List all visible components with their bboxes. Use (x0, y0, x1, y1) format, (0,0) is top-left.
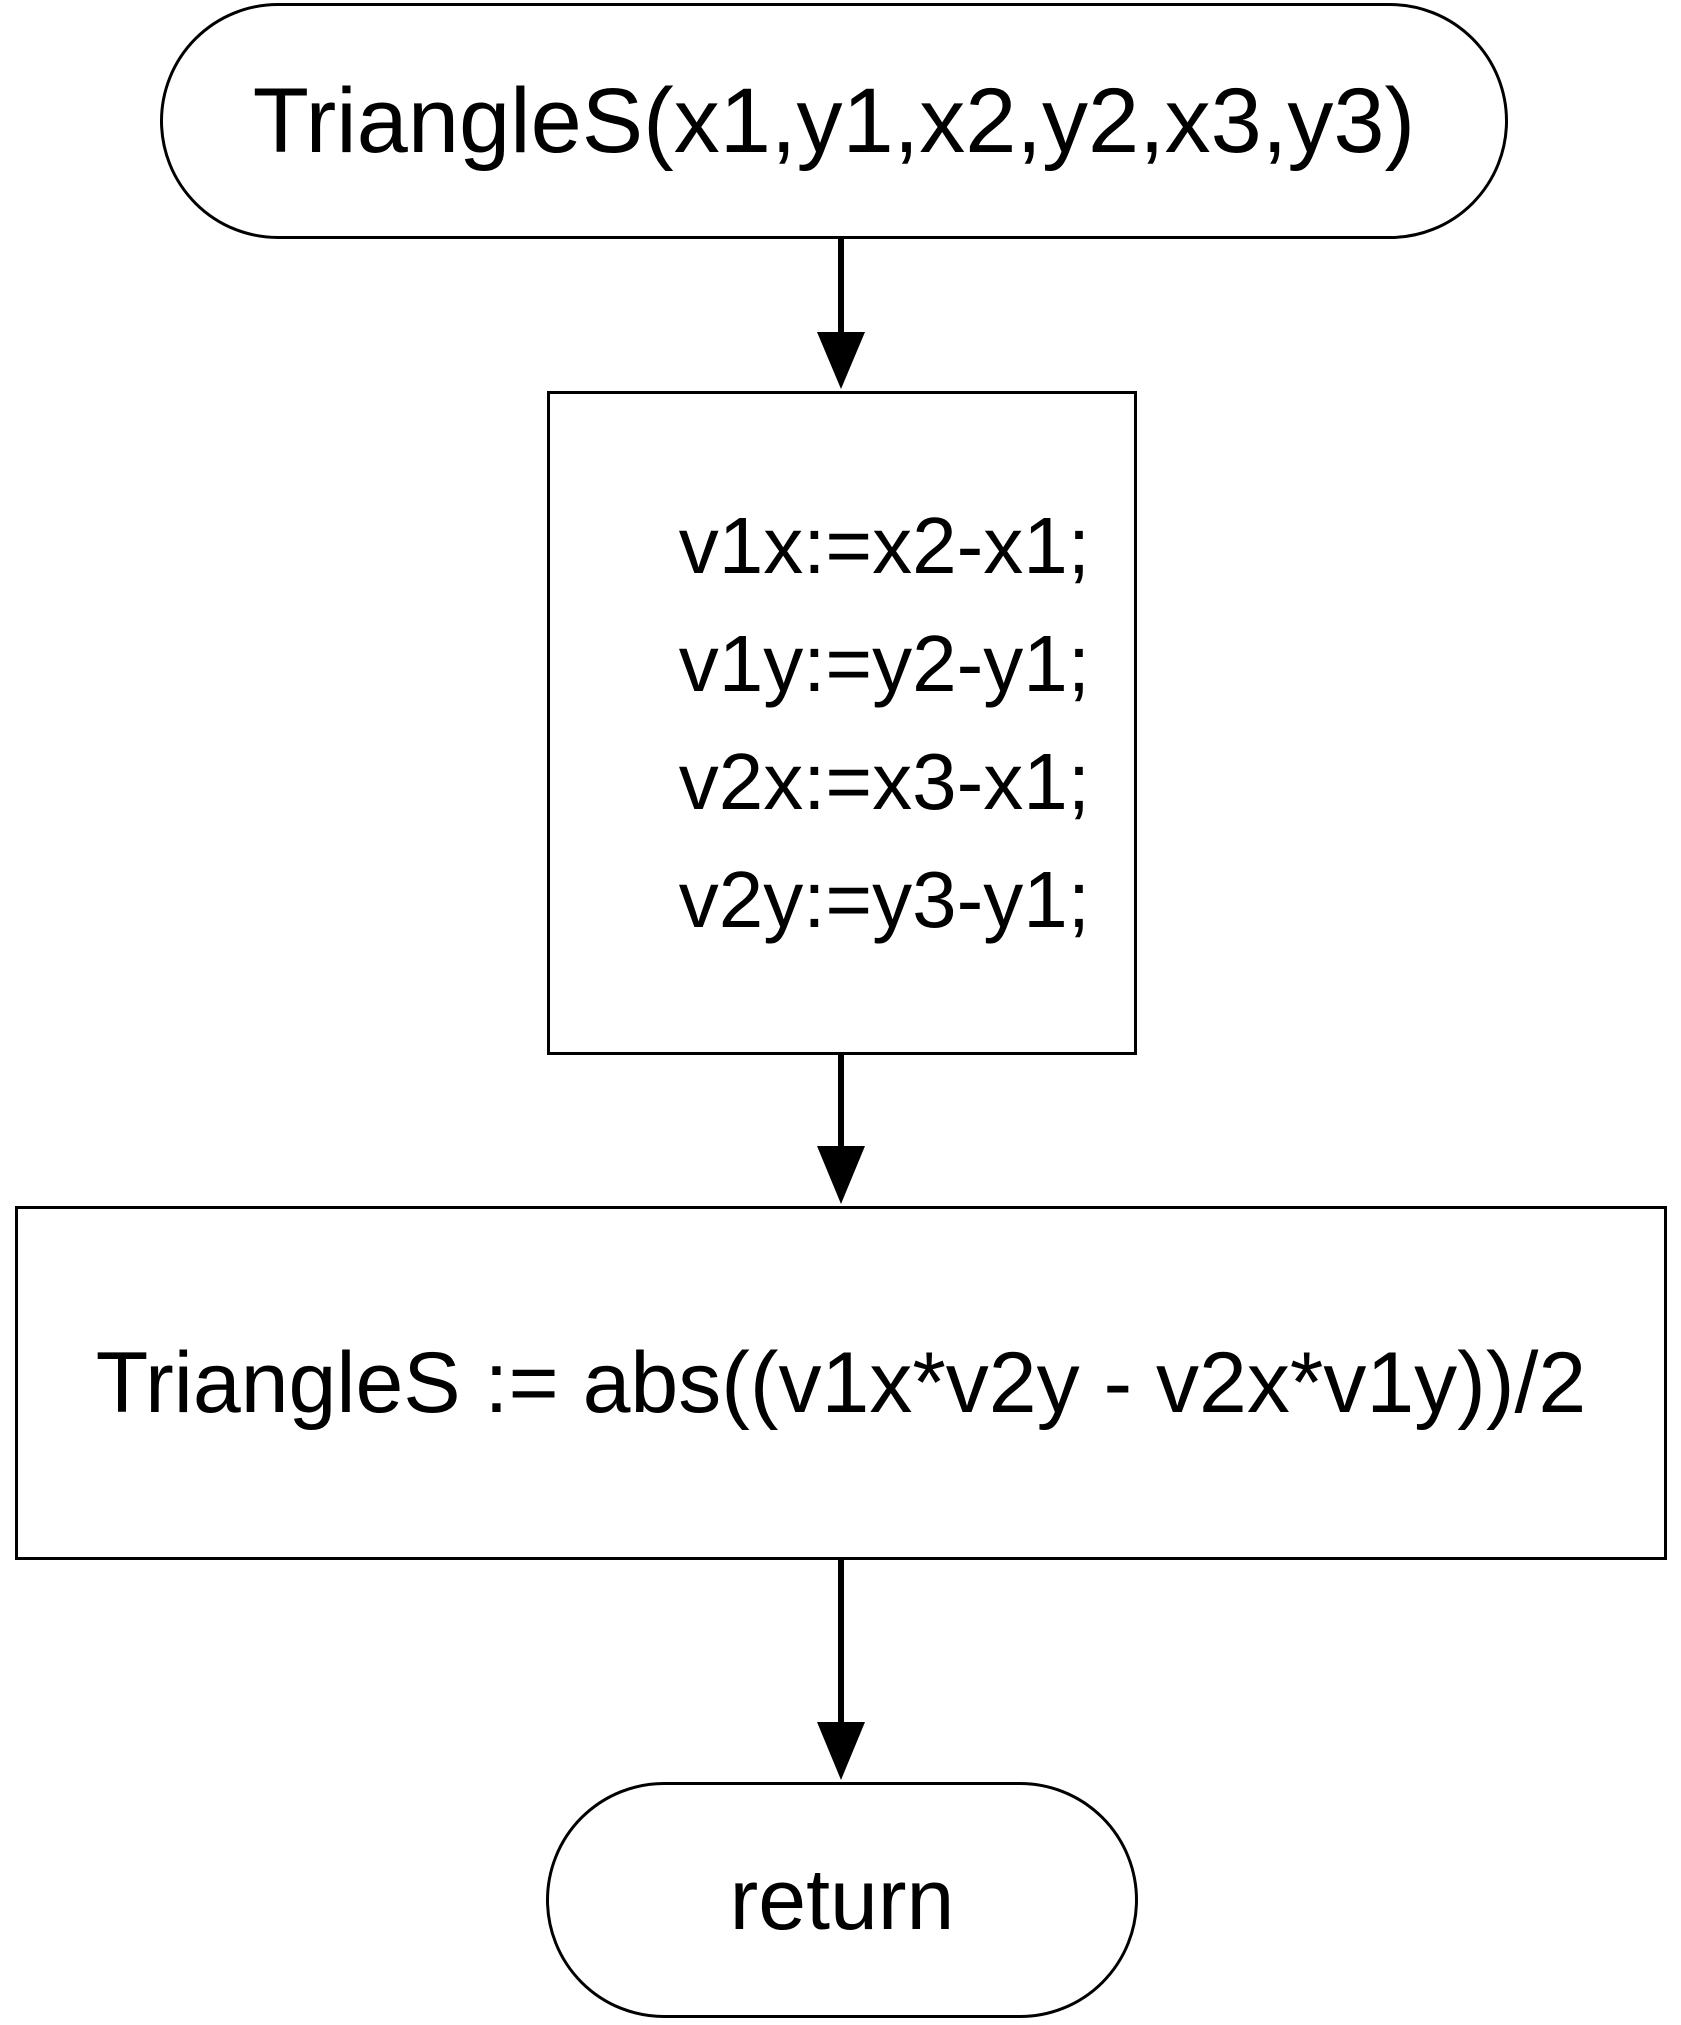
area-formula: TriangleS := abs((v1x*v2y - v2x*v1y))/2 (95, 1334, 1587, 1431)
assignment-line: v2x:=x3-x1; (678, 737, 1090, 826)
start-label: TriangleS(x1,y1,x2,y2,x3,y3) (252, 69, 1416, 172)
end-label: return (729, 1851, 955, 1948)
end-terminal: return (546, 1782, 1138, 2018)
start-terminal: TriangleS(x1,y1,x2,y2,x3,y3) (160, 3, 1508, 239)
arrow-process-2-to-end (817, 1560, 865, 1780)
process-compute-area: TriangleS := abs((v1x*v2y - v2x*v1y))/2 (15, 1206, 1667, 1560)
assignment-line: v1y:=y2-y1; (678, 619, 1090, 708)
arrow-process-1-to-process-2 (817, 1055, 865, 1204)
assignment-line: v1x:=x2-x1; (678, 501, 1090, 590)
arrow-start-to-process-1 (817, 239, 865, 389)
process-compute-vectors: v1x:=x2-x1; v1y:=y2-y1; v2x:=x3-x1; v2y:… (547, 391, 1137, 1055)
assignment-line: v2y:=y3-y1; (678, 855, 1090, 944)
